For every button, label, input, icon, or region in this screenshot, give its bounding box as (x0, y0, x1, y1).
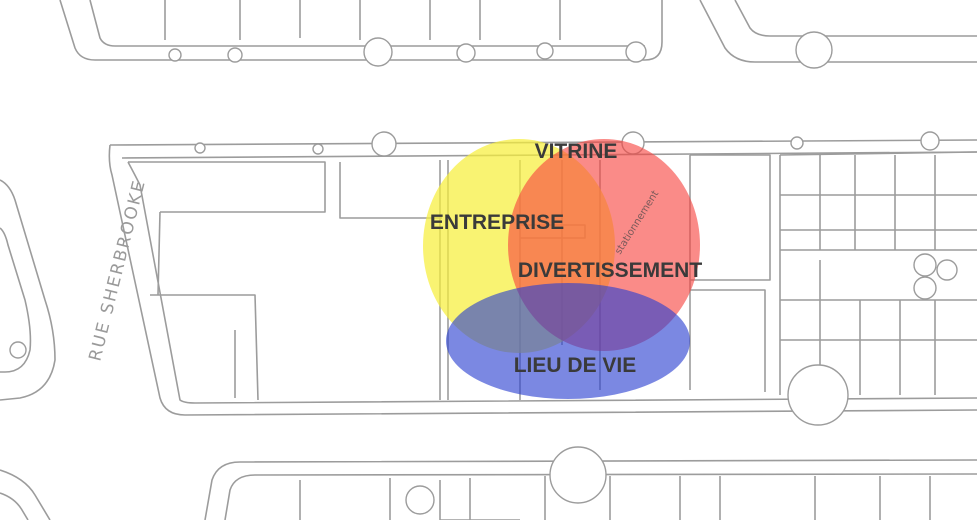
trees (9, 31, 958, 515)
label-entreprise: ENTREPRISE (430, 211, 564, 234)
label-divertissement: DIVERTISSEMENT (518, 259, 703, 282)
venn-diagram (423, 139, 700, 399)
label-vitrine: VITRINE (535, 140, 618, 163)
label-lieu-de-vie: LIEU DE VIE (514, 354, 637, 377)
venn-ellipse-blue (446, 283, 690, 399)
